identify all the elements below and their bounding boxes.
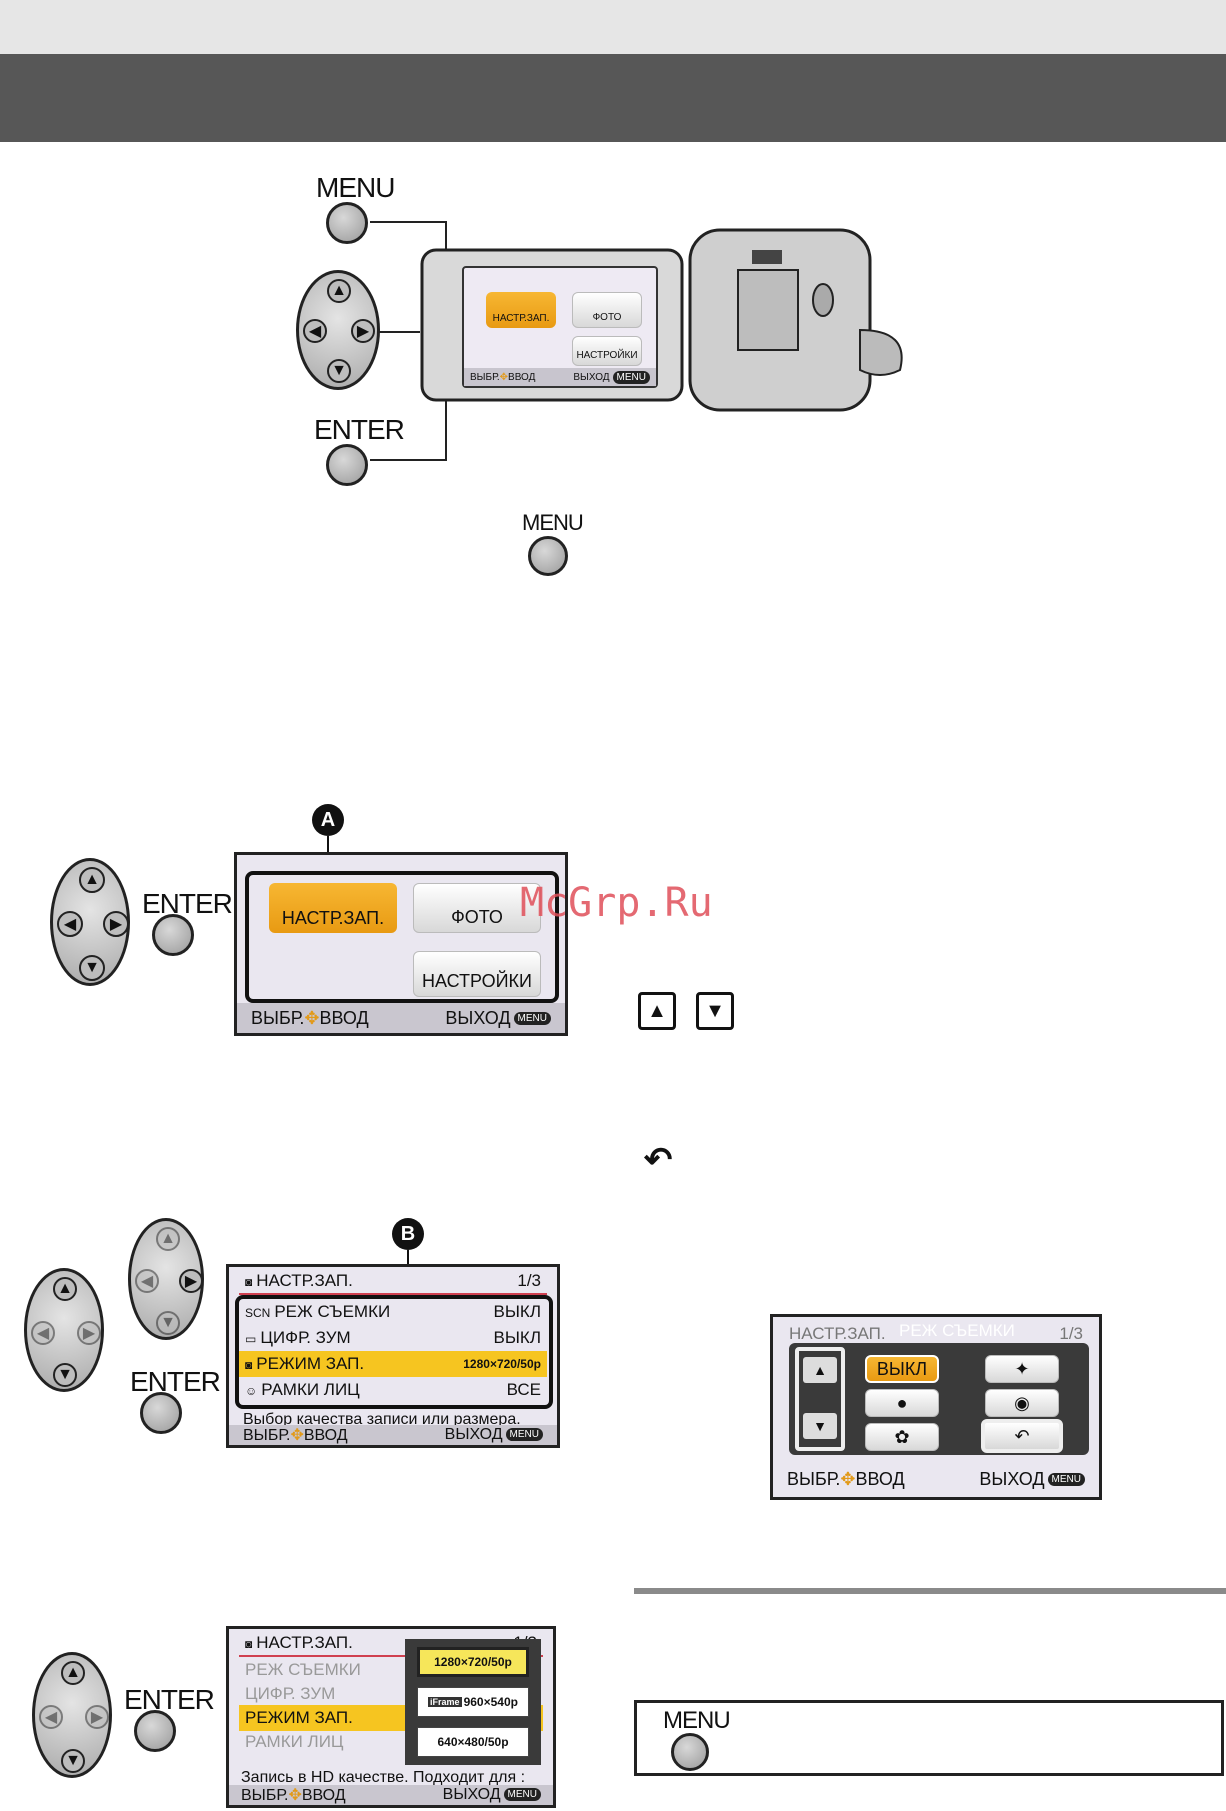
down-icon: ▼ [696,992,734,1030]
menu-inline-label: MENU [522,510,584,535]
menu-row: РАМКИ ЛИЦ [245,1732,344,1751]
section-rule [634,1588,1226,1594]
opt-portrait-button[interactable]: ● [865,1389,939,1417]
top-band [0,0,1226,54]
tile-rec[interactable]: НАСТР.ЗАП. [269,883,397,933]
opt-lowlight-button[interactable]: ✿ [865,1423,939,1451]
opt-sport-button[interactable]: ✦ [985,1355,1059,1383]
screen-d-bg-header: НАСТР.ЗАП.1/3 [789,1324,1083,1343]
camera-tile-photo: ФОТО [572,292,642,328]
enter-label-a: ENTER [142,888,233,919]
right-arrow-icon[interactable]: ▶ [85,1705,109,1729]
footer-menu-label: MENU [663,1707,731,1734]
dpad-b-left[interactable]: ▲ ◀ ▶ ▼ [24,1268,104,1392]
dpad-a[interactable]: ▲ ◀ ▶ ▼ [50,858,130,986]
menu-row: РЕЖ СЪЕМКИ [245,1660,361,1679]
screen-b-highlight [235,1295,553,1409]
screen-b-hint: Выбор качества записи или размера. [243,1411,521,1428]
tile-setup[interactable]: НАСТРОЙКИ [413,951,541,997]
return-icon: ↶ [644,1141,673,1179]
menu-inline-button[interactable] [528,536,568,576]
screen-d: НАСТР.ЗАП.1/3 РЕЖ СЪЕМКИ ▲ ▼ ВЫКЛ ✦ ● ◉ … [770,1314,1102,1500]
enter-button-b[interactable] [140,1392,182,1434]
screen-a-highlight [245,871,559,1003]
footer-menu-button[interactable] [671,1733,709,1771]
screen-c: ◙НАСТР.ЗАП.1/3 РЕЖ СЪЕМКИ ЦИФР. ЗУМ РЕЖИ… [226,1626,556,1808]
return-button[interactable]: ↶ [981,1419,1063,1453]
menu-row: ЦИФР. ЗУМ [245,1684,336,1703]
up-arrow-icon[interactable]: ▲ [79,867,105,893]
camera-dpad[interactable]: ▲ ◀ ▶ ▼ [296,270,380,390]
dpad-b-top[interactable]: ▲ ◀ ▶ ▼ [128,1218,204,1340]
screen-d-popup: РЕЖ СЪЕМКИ ▲ ▼ ВЫКЛ ✦ ● ◉ ✿ ↶ [789,1321,1089,1455]
left-arrow-icon[interactable]: ◀ [135,1269,159,1293]
marker-b: B [392,1218,424,1250]
option-1280[interactable]: 1280×720/50p [417,1647,529,1677]
down-arrow-icon[interactable]: ▼ [327,359,351,383]
callout-lines [370,221,447,461]
watermark: McGrp.Ru [520,880,713,926]
up-arrow-icon[interactable]: ▲ [327,279,351,303]
menu-label: MENU [316,172,395,203]
tile-photo[interactable]: ФОТО [413,883,541,933]
up-arrow-icon[interactable]: ▲ [53,1277,77,1301]
scroll-box: ▲ ▼ [795,1347,845,1451]
footer-box: MENU [634,1700,1224,1776]
left-arrow-icon[interactable]: ◀ [57,911,83,937]
marker-a: A [312,804,344,836]
enter-label: ENTER [314,414,405,445]
screen-c-hint: Запись в HD качестве. Подходит для : [241,1769,526,1786]
enter-label-c: ENTER [124,1684,215,1715]
down-arrow-icon[interactable]: ▼ [53,1363,77,1387]
up-icon: ▲ [638,992,676,1030]
scroll-up-button[interactable]: ▲ [803,1357,837,1383]
screen-a: НАСТР.ЗАП. ФОТО НАСТРОЙКИ ВЫБР.✥ВВОД ВЫХ… [234,852,568,1036]
camera-tile-setup: НАСТРОЙКИ [572,336,642,366]
left-arrow-icon[interactable]: ◀ [39,1705,63,1729]
dpad-c[interactable]: ▲ ◀ ▶ ▼ [32,1652,112,1778]
opt-spotlight-button[interactable]: ◉ [985,1389,1059,1417]
camera-tile-rec: НАСТР.ЗАП. [486,292,556,328]
option-640[interactable]: 640×480/50p [417,1727,529,1757]
right-arrow-icon[interactable]: ▶ [351,319,375,343]
down-arrow-icon[interactable]: ▼ [79,955,105,981]
screen-b-header: ◙НАСТР.ЗАП.1/3 [239,1269,547,1295]
scroll-down-button[interactable]: ▼ [803,1413,837,1439]
right-arrow-icon[interactable]: ▶ [103,911,129,937]
enter-label-b: ENTER [130,1366,221,1397]
enter-button-c[interactable] [134,1710,176,1752]
up-arrow-icon[interactable]: ▲ [156,1227,180,1251]
right-arrow-icon[interactable]: ▶ [179,1269,203,1293]
up-arrow-icon[interactable]: ▲ [61,1661,85,1685]
enter-button[interactable] [326,444,368,486]
title-band [0,54,1226,142]
enter-button-a[interactable] [152,914,194,956]
down-arrow-icon[interactable]: ▼ [61,1749,85,1773]
screen-d-popup-title: РЕЖ СЪЕМКИ [899,1321,1015,1340]
opt-off-button[interactable]: ВЫКЛ [865,1355,939,1383]
camera-lcd: НАСТР.ЗАП. ФОТО НАСТРОЙКИ ВЫБР.✥ВВОД ВЫХ… [462,266,658,388]
left-arrow-icon[interactable]: ◀ [303,319,327,343]
menu-button[interactable] [326,202,368,244]
down-arrow-icon[interactable]: ▼ [156,1311,180,1335]
menu-row-selected[interactable]: ◙РЕЖИМ ЗАП.1280×720/50p [239,1351,547,1377]
left-arrow-icon[interactable]: ◀ [31,1321,55,1345]
right-arrow-icon[interactable]: ▶ [77,1321,101,1345]
